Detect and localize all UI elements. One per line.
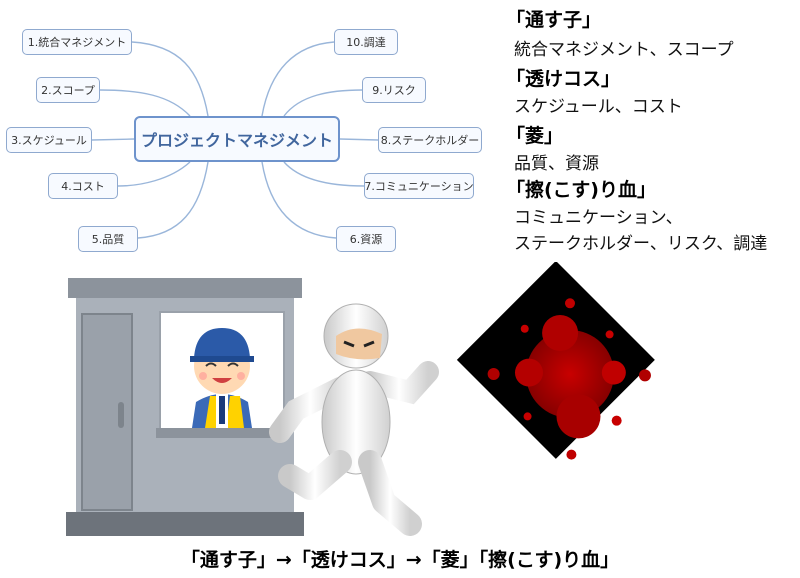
node-schedule: 3.スケジュール (6, 127, 92, 153)
blood-splatter-diamond (456, 262, 655, 460)
connector-5 (137, 161, 209, 239)
node-scope: 2.スコープ (36, 77, 100, 103)
connector-10 (261, 41, 335, 117)
connector-1 (131, 41, 209, 117)
mnemonic-line-4b: ステークホルダー、リスク、調達 (514, 234, 768, 254)
toll-booth (66, 278, 304, 536)
connector-6 (261, 161, 337, 239)
toll-attendant (190, 328, 254, 428)
mnemonic-line-2: スケジュール、コスト (514, 97, 683, 117)
mnemonic-line-3: 品質、資源 (514, 154, 599, 174)
mindmap-connectors (91, 41, 379, 239)
mnemonic-line-1: 統合マネジメント、スコープ (514, 40, 734, 60)
illustrations (66, 262, 655, 536)
connector-8 (339, 138, 379, 141)
mnemonic-line-4a: コミュニケーション、 (514, 208, 683, 228)
node-quality: 5.品質 (78, 226, 138, 252)
mnemonic-head-3: 「菱」 (506, 125, 564, 147)
node-procurement: 10.調達 (334, 29, 398, 55)
connector-2 (99, 89, 191, 117)
mnemonic-head-4: 「擦(こす)り血」 (506, 179, 656, 201)
node-resource: 6.資源 (336, 226, 396, 252)
center-node: プロジェクトマネジメント (134, 116, 340, 162)
connector-9 (283, 89, 363, 117)
node-integration: 1.統合マネジメント (22, 29, 132, 55)
node-communication: 7.コミュニケーション (364, 173, 474, 199)
running-person (269, 303, 439, 536)
connector-3 (91, 138, 135, 141)
connector-4 (117, 161, 191, 187)
node-cost: 4.コスト (48, 173, 118, 199)
mnemonic-head-2: 「透けコス」 (506, 68, 621, 90)
node-risk: 9.リスク (362, 77, 426, 103)
connector-7 (283, 161, 365, 187)
mnemonic-head-1: 「通す子」 (506, 9, 602, 31)
node-stakeholder: 8.ステークホルダー (378, 127, 482, 153)
mnemonic-caption: 「通す子」→「透けコス」→「菱」「擦(こす)り血」 (180, 549, 620, 571)
